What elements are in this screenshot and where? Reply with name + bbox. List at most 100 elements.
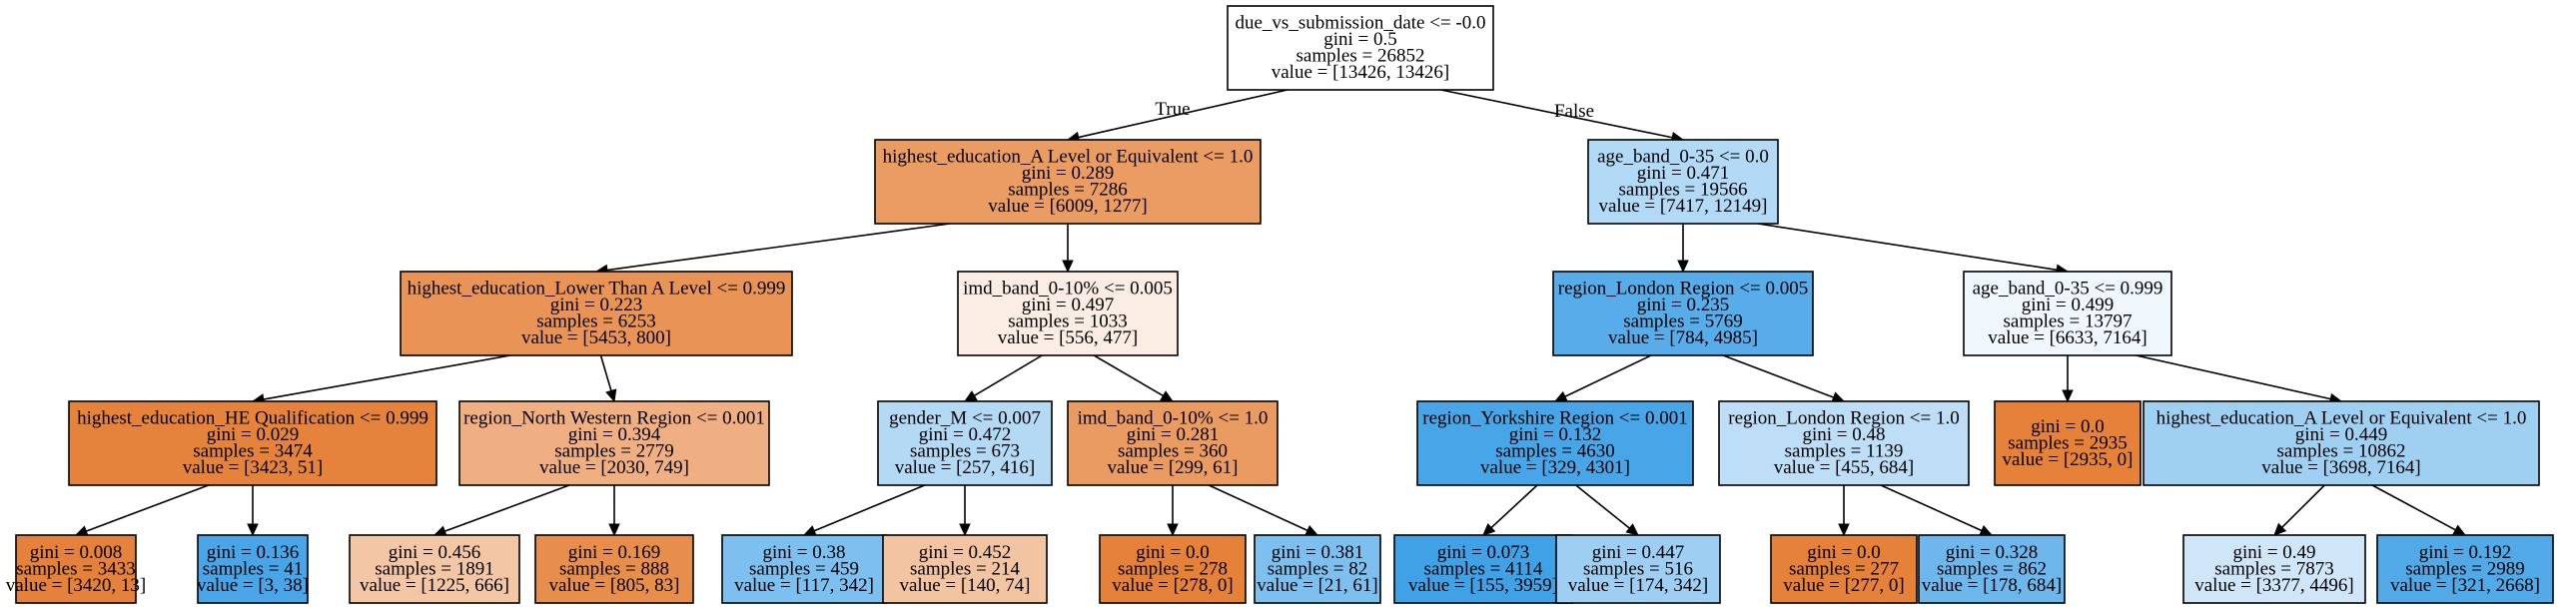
samples-count: samples = 3433: [16, 558, 135, 579]
class-value: value = [277, 0]: [1783, 575, 1905, 596]
arrowhead: [1304, 524, 1319, 536]
arrowhead: [1160, 390, 1175, 402]
gini-value: gini = 0.471: [1637, 163, 1730, 184]
arrowhead: [1838, 523, 1850, 537]
split-condition: gender_M <= 0.007: [889, 408, 1041, 429]
gini-value: gini = 0.073: [1437, 542, 1530, 563]
samples-count: samples = 6253: [536, 311, 655, 332]
class-value: value = [140, 74]: [899, 575, 1030, 596]
edge-line: [444, 484, 570, 532]
edge-line: [86, 484, 210, 532]
split-node: region_North Western Region <= 0.001gini…: [458, 400, 770, 486]
samples-count: samples = 888: [559, 558, 669, 579]
class-value: value = [3377, 4496]: [2194, 575, 2354, 596]
split-condition: imd_band_0-10% <= 1.0: [1078, 408, 1269, 429]
split-condition: due_vs_submission_date <= -0.0: [1236, 13, 1486, 34]
samples-count: samples = 41: [203, 558, 303, 579]
edge-line: [1093, 354, 1164, 397]
arrowhead: [1167, 523, 1179, 537]
samples-count: samples = 82: [1268, 558, 1367, 579]
class-value: value = [329, 4301]: [1480, 457, 1630, 478]
arrowhead: [1553, 390, 1568, 402]
gini-value: gini = 0.456: [389, 542, 481, 563]
node-box: [1393, 534, 1573, 604]
node-box: [1416, 400, 1694, 486]
node-box: [1994, 400, 2142, 486]
split-condition: region_London Region <= 1.0: [1728, 408, 1959, 429]
samples-count: samples = 862: [1937, 558, 2047, 579]
gini-value: gini = 0.394: [568, 424, 661, 445]
arrowhead: [2452, 524, 2467, 536]
class-value: value = [7417, 12149]: [1598, 196, 1767, 217]
split-condition: highest_education_Lower Than A Level <= …: [408, 279, 786, 300]
gini-value: gini = 0.169: [568, 542, 661, 563]
class-value: value = [3698, 7164]: [2261, 457, 2421, 478]
split-condition: age_band_0-35 <= 0.999: [1973, 279, 2163, 300]
edge-line: [2371, 484, 2456, 531]
class-value: value = [21, 61]: [1257, 575, 1378, 596]
edge-line: [2136, 354, 2331, 400]
node-box: [1067, 400, 1279, 486]
class-value: value = [3420, 13]: [6, 575, 147, 596]
node-box: [458, 400, 770, 486]
samples-count: samples = 4114: [1424, 558, 1543, 579]
class-value: value = [5453, 800]: [521, 327, 671, 348]
gini-value: gini = 0.452: [919, 542, 1012, 563]
edge-line: [1722, 354, 1835, 398]
edge-line: [1208, 484, 1308, 532]
edge-line: [1880, 484, 1983, 532]
class-value: value = [117, 342]: [734, 575, 874, 596]
class-value: value = [805, 83]: [548, 575, 679, 596]
edge-line: [606, 223, 951, 272]
node-box: [882, 534, 1048, 604]
node-box: [534, 534, 694, 604]
split-node: highest_education_A Level or Equivalent …: [874, 139, 1262, 225]
arrowhead: [1625, 523, 1639, 536]
arrowhead: [959, 523, 971, 537]
node-box: [957, 271, 1179, 356]
class-value: value = [6633, 7164]: [1988, 327, 2147, 348]
samples-count: samples = 673: [910, 441, 1020, 462]
gini-value: gini = 0.029: [207, 424, 300, 445]
node-box: [1227, 5, 1494, 91]
samples-count: samples = 1891: [375, 558, 493, 579]
samples-count: samples = 278: [1118, 558, 1228, 579]
class-value: value = [178, 684]: [1922, 575, 2063, 596]
class-value: value = [2030, 749]: [539, 457, 689, 478]
samples-count: samples = 2935: [2008, 432, 2127, 453]
samples-count: samples = 5769: [1623, 311, 1742, 332]
node-box: [1587, 139, 1779, 225]
class-value: value = [455, 684]: [1774, 457, 1915, 478]
node-box: [2143, 400, 2540, 486]
class-value: value = [299, 61]: [1107, 457, 1238, 478]
arrowhead: [1677, 260, 1689, 274]
samples-count: samples = 7873: [2214, 558, 2333, 579]
edge-line: [2281, 484, 2325, 528]
split-condition: region_North Western Region <= 0.001: [463, 408, 765, 429]
samples-count: samples = 7286: [1008, 180, 1127, 201]
edge-line: [1757, 223, 2058, 272]
arrowhead: [802, 525, 817, 536]
edge-label-true: True: [1155, 99, 1190, 120]
edge-line: [1490, 484, 1538, 529]
gini-value: gini = 0.136: [207, 542, 300, 563]
class-value: value = [784, 4985]: [1608, 327, 1758, 348]
samples-count: samples = 277: [1789, 558, 1899, 579]
class-value: value = [155, 3959]: [1408, 575, 1558, 596]
edge-line: [1564, 354, 1652, 397]
split-condition: highest_education_A Level or Equivalent …: [883, 147, 1254, 168]
